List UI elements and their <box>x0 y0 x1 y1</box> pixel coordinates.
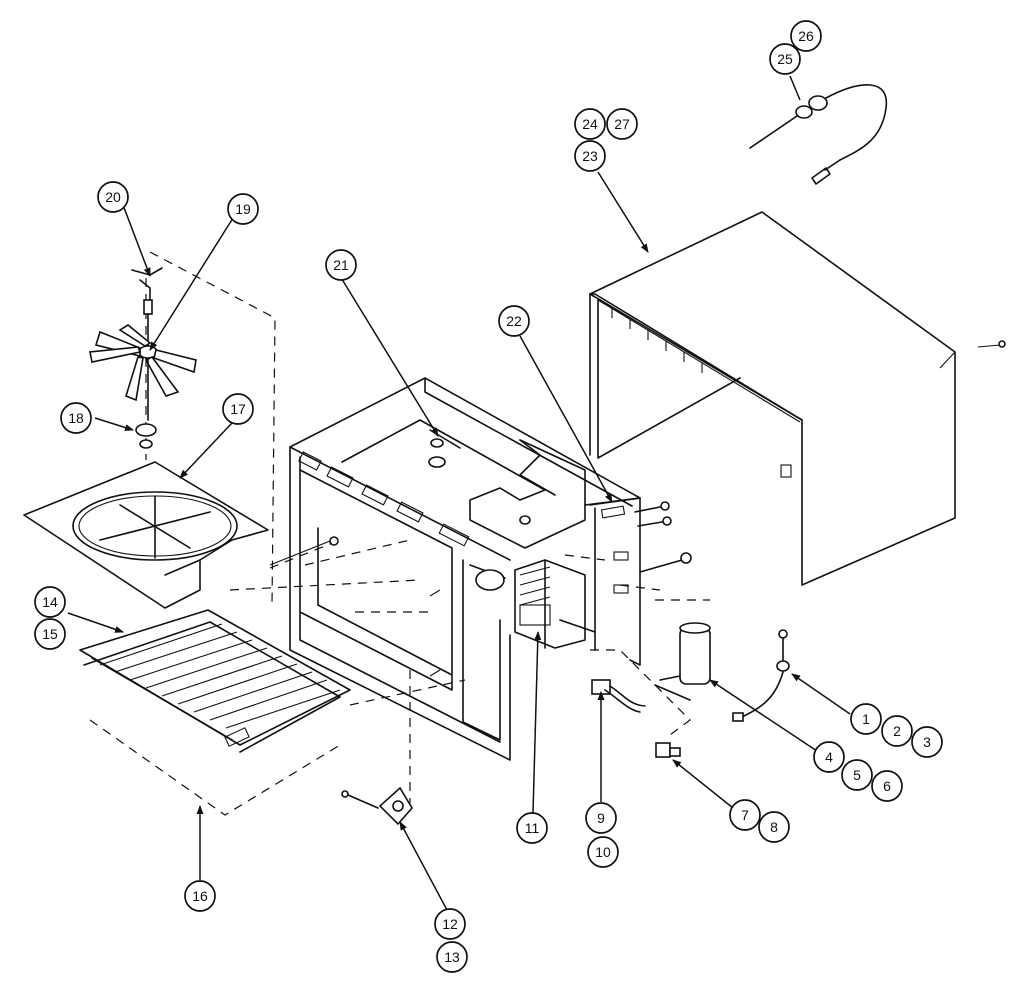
callout-label: 10 <box>595 844 611 860</box>
callout-19: 19 <box>227 193 259 225</box>
callout-23: 23 <box>574 140 606 172</box>
callout-label: 25 <box>777 51 793 67</box>
callout-18: 18 <box>60 402 92 434</box>
callout-11: 11 <box>516 812 548 844</box>
callout-25: 25 <box>769 43 801 75</box>
callout-label: 23 <box>582 148 598 164</box>
callout-label: 15 <box>42 626 58 642</box>
oven-rack <box>79 609 351 753</box>
outer-cabinet <box>589 211 1006 586</box>
callout-3: 3 <box>911 726 943 758</box>
callout-label: 2 <box>893 723 901 739</box>
leader-lines <box>67 75 851 911</box>
callout-label: 14 <box>42 594 58 610</box>
callout-15: 15 <box>34 618 66 650</box>
callout-label: 1 <box>862 711 870 727</box>
callout-2: 2 <box>881 715 913 747</box>
callout-label: 16 <box>192 888 208 904</box>
fan-assembly <box>89 267 197 449</box>
fan-baffle-plate <box>23 461 269 609</box>
callout-6: 6 <box>871 770 903 802</box>
callout-label: 20 <box>105 189 121 205</box>
callout-label: 27 <box>614 116 630 132</box>
callout-label: 12 <box>442 916 458 932</box>
callout-1: 1 <box>850 703 882 735</box>
callout-17: 17 <box>222 393 254 425</box>
callout-label: 11 <box>525 820 540 836</box>
callout-label: 4 <box>825 749 833 765</box>
callout-label: 17 <box>230 401 246 417</box>
callout-14: 14 <box>34 586 66 618</box>
magnetron-assembly <box>469 559 596 649</box>
callout-label: 21 <box>333 257 349 273</box>
callout-label: 5 <box>853 767 861 783</box>
callout-20: 20 <box>97 181 129 213</box>
callout-26: 26 <box>790 20 822 52</box>
callout-27: 27 <box>606 108 638 140</box>
callout-label: 8 <box>770 819 778 835</box>
callout-12: 12 <box>434 908 466 940</box>
capacitor <box>654 622 711 701</box>
callout-16: 16 <box>184 880 216 912</box>
callout-label: 3 <box>923 734 931 750</box>
callout-5: 5 <box>841 759 873 791</box>
mounting-bracket <box>341 786 413 826</box>
interlock-switch <box>591 679 646 713</box>
callout-4: 4 <box>813 741 845 773</box>
callout-21: 21 <box>325 249 357 281</box>
temperature-probe <box>749 84 888 185</box>
callout-22: 22 <box>498 305 530 337</box>
callout-label: 7 <box>741 807 749 823</box>
diode <box>732 629 790 722</box>
thermal-cutout <box>655 742 681 758</box>
callout-7: 7 <box>729 799 761 831</box>
callout-label: 26 <box>798 28 814 44</box>
callout-8: 8 <box>758 811 790 843</box>
callout-label: 6 <box>883 778 891 794</box>
callout-label: 9 <box>597 810 605 826</box>
callout-10: 10 <box>587 836 619 868</box>
callout-13: 13 <box>436 941 468 973</box>
dashed-guides <box>89 251 710 816</box>
callout-label: 19 <box>235 201 251 217</box>
callout-9: 9 <box>585 802 617 834</box>
callout-24: 24 <box>574 108 606 140</box>
callout-label: 24 <box>582 116 598 132</box>
callout-label: 18 <box>68 410 84 426</box>
callout-label: 22 <box>506 313 522 329</box>
callout-label: 13 <box>444 949 460 965</box>
